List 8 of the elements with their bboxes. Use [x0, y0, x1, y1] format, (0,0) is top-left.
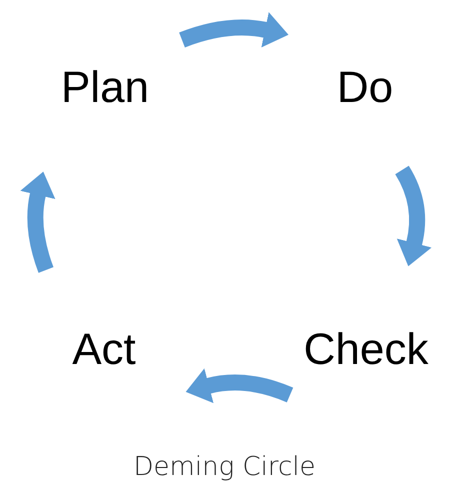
stage-label: Plan	[50, 60, 160, 116]
stage-label: Do	[330, 60, 400, 116]
stage-label: Check	[292, 322, 440, 378]
curved-arrow	[179, 12, 289, 48]
curved-arrow	[186, 368, 294, 404]
caption: Deming Circle	[132, 452, 316, 482]
curved-arrow	[20, 171, 56, 273]
stage-label: Act	[62, 322, 146, 378]
